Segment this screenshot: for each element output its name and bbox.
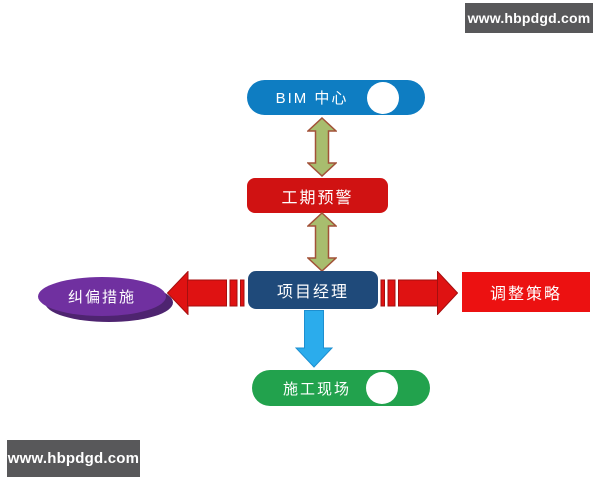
watermark-badge-bottom: www.hbpdgd.com (7, 440, 140, 477)
notch-circle-icon (367, 81, 399, 114)
watermark-badge-top: www.hbpdgd.com (465, 3, 593, 33)
node-schedule-warning-label: 工期预警 (281, 189, 354, 207)
notch-circle-icon (366, 372, 398, 404)
double-arrow-bim-warning-icon (307, 117, 337, 177)
down-arrow-manager-site-icon (295, 310, 333, 368)
node-schedule-warning: 工期预警 (247, 178, 388, 213)
double-arrow-warning-manager-icon (307, 212, 337, 272)
node-adjustment-strategy: 调整策略 (462, 272, 590, 312)
node-bim-center: BIM 中心 (247, 80, 425, 115)
watermark-text: www.hbpdgd.com (7, 450, 140, 467)
node-correction-measures-label: 纠偏措施 (67, 289, 136, 306)
striped-arrow-left-icon (167, 271, 245, 315)
node-construction-site: 施工现场 (252, 370, 430, 406)
node-construction-site-label: 施工现场 (282, 380, 351, 398)
node-adjustment-strategy-label: 调整策略 (489, 286, 562, 303)
watermark-text: www.hbpdgd.com (467, 10, 591, 26)
node-bim-center-label: BIM 中心 (275, 90, 349, 107)
node-correction-measures: 纠偏措施 (38, 277, 166, 316)
striped-arrow-right-icon (380, 271, 458, 315)
node-project-manager-label: 项目经理 (276, 284, 349, 301)
node-project-manager: 项目经理 (248, 271, 378, 309)
